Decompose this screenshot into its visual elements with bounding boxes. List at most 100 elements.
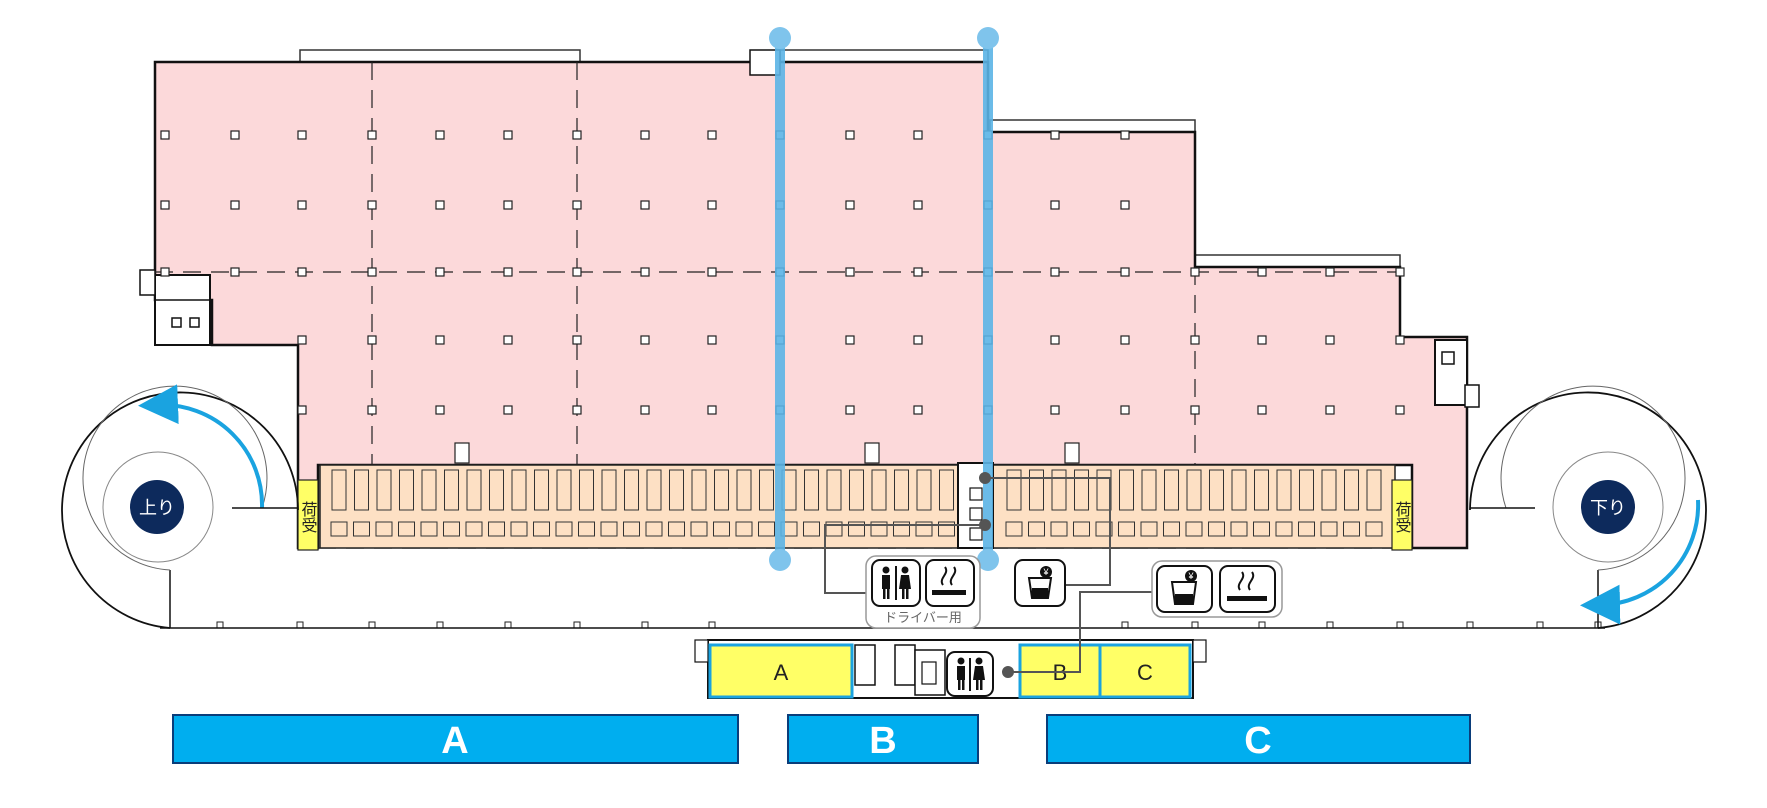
column xyxy=(1050,335,1060,345)
column xyxy=(367,200,377,210)
column xyxy=(503,267,513,277)
dock-leveler xyxy=(1163,521,1180,537)
dock-marker-icons xyxy=(454,442,1080,464)
office-restroom-icon xyxy=(946,651,994,697)
column xyxy=(230,200,240,210)
column xyxy=(572,267,582,277)
dock-leveler xyxy=(1095,521,1113,537)
dock-leveler xyxy=(1185,521,1203,537)
column-grid xyxy=(160,130,1602,629)
dock-leveler xyxy=(893,521,910,537)
dock-door xyxy=(601,469,617,511)
smoking-icon-2 xyxy=(1219,565,1276,613)
loading-bay-right: 荷受 xyxy=(1391,479,1413,551)
dock-leveler xyxy=(690,521,708,537)
column xyxy=(1325,405,1335,415)
dock-leveler xyxy=(330,521,348,537)
column xyxy=(503,200,513,210)
dock-door xyxy=(556,469,572,511)
column xyxy=(572,405,582,415)
column xyxy=(1395,335,1405,345)
column xyxy=(503,130,513,140)
column xyxy=(435,200,445,210)
dock-leveler xyxy=(1028,521,1045,537)
dock-leveler xyxy=(623,521,640,537)
column xyxy=(1257,405,1267,415)
column xyxy=(1325,267,1335,277)
dock-door xyxy=(511,469,527,511)
column xyxy=(367,405,377,415)
column xyxy=(1257,335,1267,345)
dock-door xyxy=(1299,469,1314,511)
dock-door xyxy=(1006,469,1022,511)
svg-text:¥: ¥ xyxy=(1187,571,1194,581)
road-column xyxy=(1121,621,1129,629)
vending-smoking-group: ¥ xyxy=(1151,560,1283,618)
zone-bar-a: A xyxy=(172,714,739,764)
column xyxy=(572,335,582,345)
column xyxy=(435,335,445,345)
dock-leveler xyxy=(713,521,730,537)
column xyxy=(707,335,717,345)
column xyxy=(707,267,717,277)
dock-leveler xyxy=(398,521,415,537)
dock-door xyxy=(736,469,752,511)
dock-leveler xyxy=(1208,521,1225,537)
column xyxy=(707,405,717,415)
column xyxy=(845,405,855,415)
zone-bar-c-label: C xyxy=(1244,720,1271,762)
column xyxy=(297,335,307,345)
column xyxy=(1257,267,1267,277)
dock-door xyxy=(444,469,459,511)
column xyxy=(1395,267,1405,277)
column xyxy=(845,200,855,210)
column xyxy=(1325,335,1335,345)
road-column xyxy=(1258,621,1266,629)
dock-door xyxy=(1366,469,1382,511)
column xyxy=(297,405,307,415)
column xyxy=(913,200,923,210)
zone-bar-b: B xyxy=(787,714,979,764)
road-column xyxy=(708,621,716,629)
column xyxy=(230,267,240,277)
vending-machine-icon-2: ¥ xyxy=(1156,565,1213,613)
dock-door xyxy=(669,469,684,511)
column xyxy=(1120,200,1130,210)
column xyxy=(435,130,445,140)
column xyxy=(503,405,513,415)
dock-door xyxy=(421,469,437,511)
loading-bay-right-label: 荷受 xyxy=(1393,501,1412,533)
dock-door xyxy=(939,469,954,511)
dock-leveler xyxy=(465,521,483,537)
road-column xyxy=(296,621,304,629)
road-column xyxy=(436,621,444,629)
dock-leveler xyxy=(1343,521,1360,537)
zone-bar-a-label: A xyxy=(441,720,468,762)
dock-door xyxy=(714,469,729,511)
dock-door xyxy=(1164,469,1179,511)
ramp-up-label: 上り xyxy=(139,498,175,519)
amenity-leader-lines xyxy=(824,472,1155,678)
dock-door xyxy=(354,469,369,511)
vending-machine-icon: ¥ xyxy=(1014,559,1066,607)
column xyxy=(160,267,170,277)
office-room-a: A xyxy=(708,643,854,699)
dock-door xyxy=(916,469,932,511)
ramp-up: 上り xyxy=(61,384,299,629)
road-column xyxy=(1191,621,1199,629)
dock-leveler xyxy=(1253,521,1270,537)
ramp-up-arrow xyxy=(138,384,265,509)
svg-text:¥: ¥ xyxy=(1042,567,1049,577)
dock-leveler xyxy=(735,521,753,537)
column xyxy=(845,335,855,345)
dock-door xyxy=(691,469,707,511)
dock-door xyxy=(759,469,774,511)
dock-leveler xyxy=(353,521,370,537)
dock-leveler xyxy=(578,521,595,537)
column xyxy=(367,267,377,277)
dock-door xyxy=(1029,469,1044,511)
column xyxy=(1050,200,1060,210)
column xyxy=(640,200,650,210)
column xyxy=(640,405,650,415)
column xyxy=(640,335,650,345)
